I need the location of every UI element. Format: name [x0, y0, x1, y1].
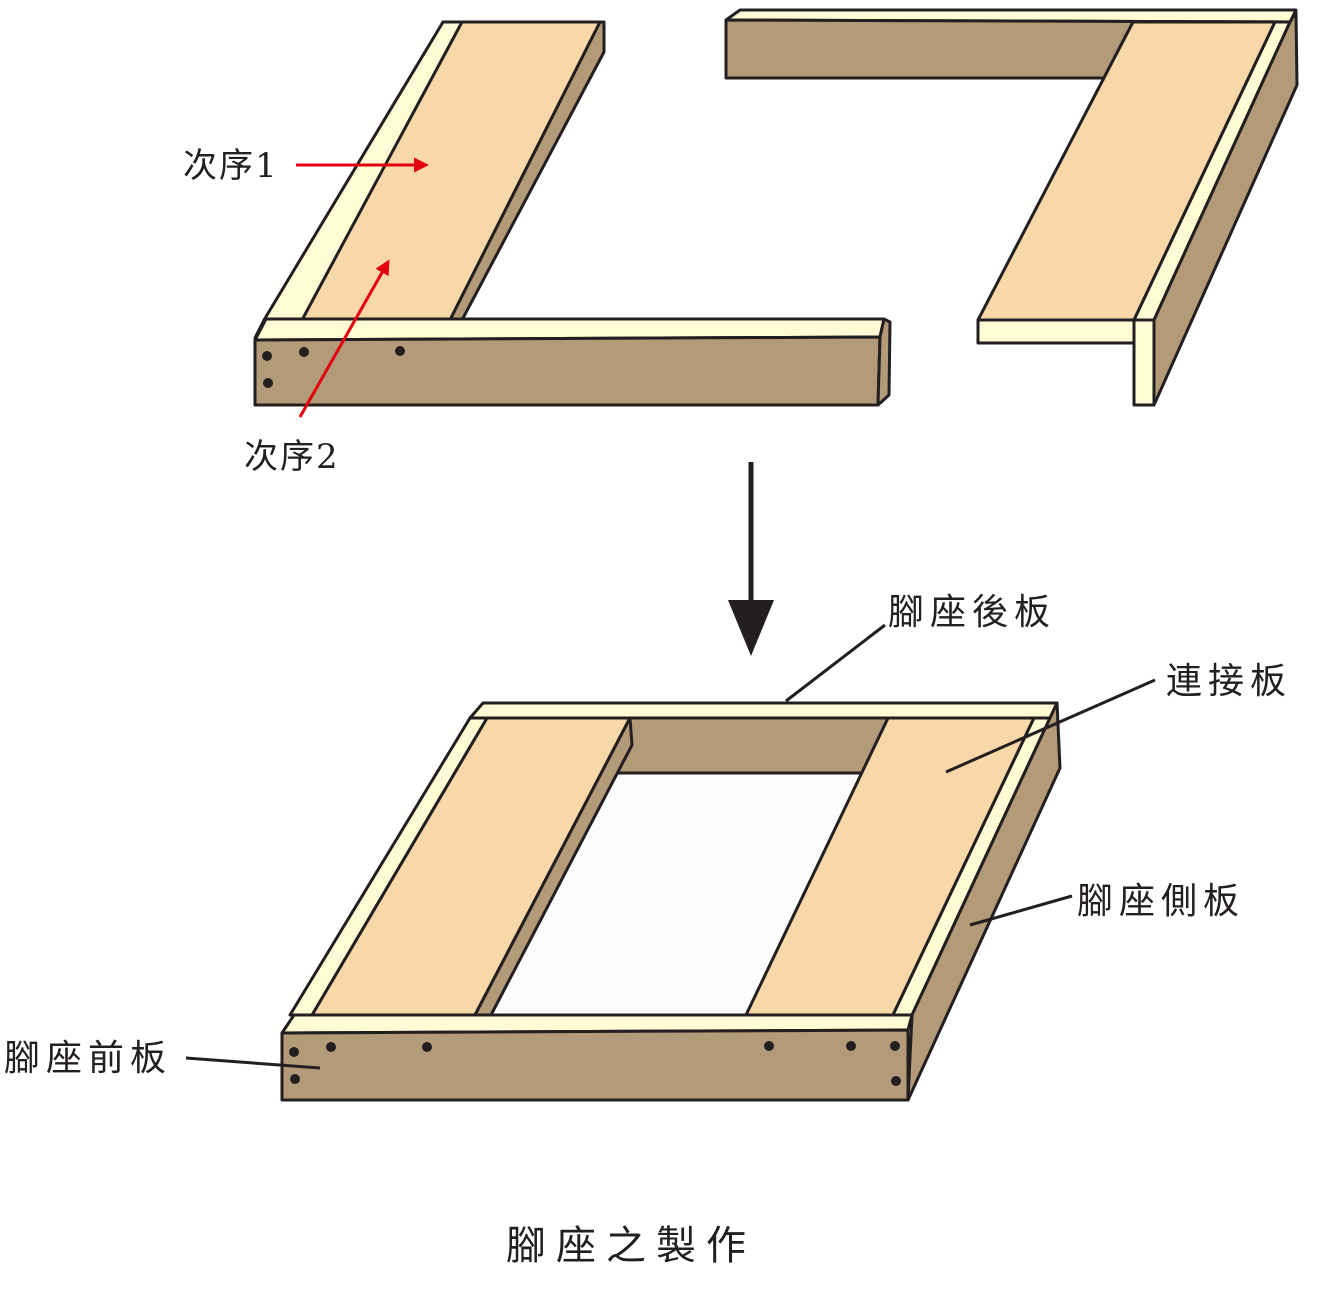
side-board-end: [1132, 318, 1156, 407]
base-back-board-top: [468, 701, 1059, 720]
left-connecting-board-thickness: [448, 20, 606, 322]
nail-hole: [890, 1041, 900, 1051]
step2-arrow: [298, 259, 390, 418]
nail-hole: [891, 1076, 901, 1086]
nail-hole: [289, 1047, 299, 1057]
side-board-leader: [969, 894, 1073, 927]
down-arrow: [728, 462, 774, 656]
step1-label: 次序1: [183, 146, 279, 186]
back-board-label: 腳座後板: [888, 592, 1056, 633]
back-board-leader: [785, 623, 886, 703]
nail-hole: [263, 378, 273, 388]
nail-hole: [764, 1041, 774, 1051]
base-opening: [490, 773, 867, 1015]
front-board-end: [876, 317, 892, 407]
front-board-leader: [185, 1056, 321, 1070]
assembled-base: [280, 701, 1062, 1102]
nail-hole: [299, 347, 309, 357]
front-board: [253, 335, 882, 407]
nail-hole: [422, 1042, 432, 1052]
nail-hole: [395, 346, 405, 356]
nail-hole: [846, 1041, 856, 1051]
front-board-label: 腳座前板: [4, 1038, 172, 1079]
base-side-board: [906, 701, 1062, 1102]
figure-caption: 腳座之製作: [506, 1223, 756, 1269]
connecting-board-leader: [945, 678, 1156, 774]
step2-label: 次序2: [244, 437, 340, 477]
base-nail-holes: [289, 1041, 901, 1086]
nail-hole: [262, 351, 272, 361]
base-front-board: [280, 1028, 910, 1102]
base-back-board: [610, 716, 890, 775]
nail-holes: [262, 346, 405, 388]
side-board-label: 腳座側板: [1077, 881, 1245, 922]
right-connecting-board-edge: [976, 318, 1136, 345]
side-board: [1152, 10, 1299, 407]
nail-hole: [326, 1042, 336, 1052]
right-l-assembly: [724, 8, 1299, 407]
connecting-board-label: 連接板: [1166, 661, 1292, 702]
left-l-assembly: [253, 20, 892, 407]
nail-hole: [290, 1074, 300, 1084]
left-connecting-board: [286, 20, 602, 322]
